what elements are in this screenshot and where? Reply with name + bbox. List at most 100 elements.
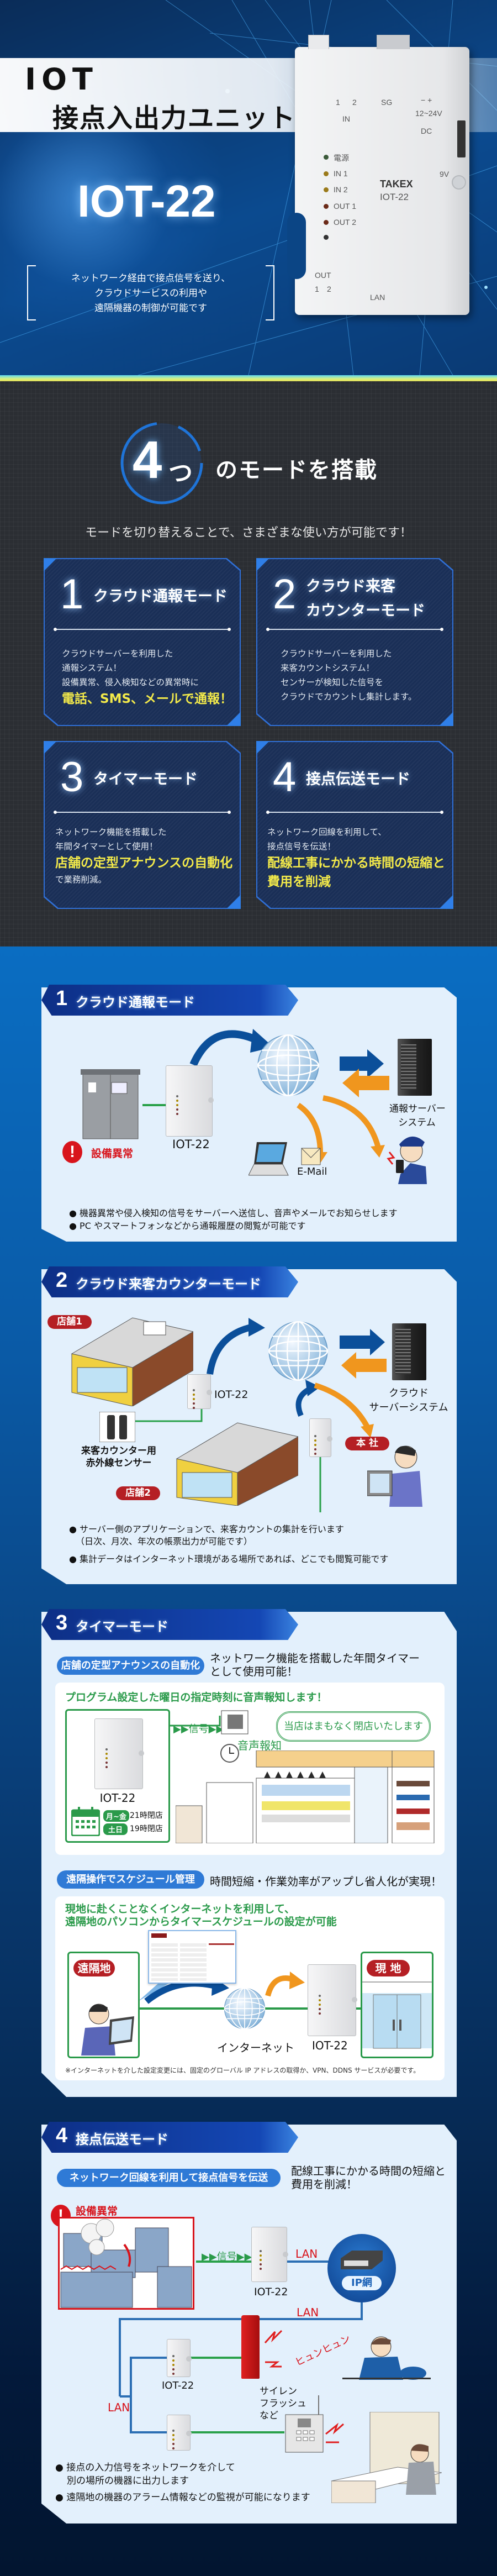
office-worker-icon — [367, 1445, 422, 1507]
schedule-days: 月~金 — [103, 1810, 129, 1822]
four-circle-ring — [120, 422, 203, 504]
remote-schedule-diagram: 現地に赴くことなくインターネットを利用して、遠隔地のパソコンからタイマースケジュ… — [55, 1896, 445, 2080]
schedule-time: 21時閉店 — [130, 1811, 163, 1820]
bullet-item-continued: （日次、月次、年次の帳票出力が可能です） — [76, 1536, 253, 1547]
iot22-device-icon — [308, 1964, 357, 2036]
store2-building-icon — [176, 1422, 298, 1506]
device-label: IOT-22 — [214, 1389, 248, 1401]
iot22-device-icon — [166, 1065, 214, 1137]
mode-card-timer: 3 タイマーモード ネットワーク機能を搭載した年間タイマーとして使用！ 店舗の定… — [44, 741, 241, 909]
office-worker-laptop-icon — [81, 2004, 134, 2055]
iot22-device-icon — [187, 1374, 212, 1409]
mounting-hole — [452, 175, 466, 190]
card-divider — [54, 811, 231, 814]
description-line: ネットワーク経由で接点信号を送り、 — [71, 273, 231, 284]
mode-count-suffix: つ — [168, 459, 193, 487]
schedule-days: 土日 — [103, 1823, 128, 1835]
card-highlight: 費用を削減 — [267, 875, 331, 889]
device-notch — [287, 213, 306, 279]
server-icon — [398, 1039, 432, 1096]
model-name: IOT-22 — [77, 176, 216, 227]
server-icon — [392, 1323, 426, 1380]
section-number: 3 — [56, 1611, 68, 1634]
headquarters-label: 本 社 — [345, 1437, 389, 1450]
card-title: クラウド通報モード — [93, 588, 228, 605]
calendar-icon — [71, 1807, 100, 1836]
9v-label: 9V — [440, 170, 450, 178]
device-schedule-box: IOT-22 月~金 21時閉店 土日 19時閉店 — [65, 1709, 170, 1843]
siren-icon — [241, 2315, 260, 2379]
card-number: 2 — [273, 571, 297, 618]
card-title: クラウド来客カウンターモード — [306, 578, 425, 619]
iot22-device-image: 1 2 IN SG − + 12~24V DC 9V 電源 IN 1 IN 2 … — [287, 35, 469, 315]
ip-network-circle: IP網 — [327, 2234, 396, 2302]
mode-card-visitor-counter: 2 クラウド来客カウンターモード クラウドサーバーを利用した来客カウントシステム… — [256, 558, 453, 726]
contact-transfer-pill: ネットワーク回線を利用して接点信号を伝送 — [57, 2169, 281, 2187]
out-label: OUT — [315, 271, 331, 280]
lan-label: LAN — [295, 2247, 318, 2260]
factory-fire-illustration — [58, 2217, 194, 2310]
network-switch-icon — [341, 2251, 383, 2269]
card-title: 接点伝送モード — [306, 771, 410, 788]
led-label: IN 1 — [334, 169, 348, 178]
card-highlight: 店舗の定型アナウンスの自動化 — [55, 856, 233, 870]
infrared-sensor-icon — [99, 1412, 135, 1442]
modes-heading: のモードを搭載 — [215, 458, 378, 483]
bullet-item: ● 集計データはインターネット環境がある場所であれば、どこでも閲覧可能です — [69, 1554, 389, 1564]
card-divider — [266, 628, 443, 631]
internet-globe-icon — [268, 1321, 329, 1381]
card-divider — [54, 628, 231, 631]
site-location-label: 現 地 — [367, 1960, 410, 1976]
device-model-label: IOT-22 — [380, 192, 409, 202]
section-title: クラウド来客カウンターモード — [76, 1276, 261, 1292]
section-number: 1 — [56, 987, 68, 1010]
modes-overview: 4 つ のモードを搭載 モードを切り替えることで、さまざまな使い方が可能です！ … — [0, 381, 497, 947]
internet-globe-icon — [257, 1034, 319, 1096]
title-iot: IOT — [25, 62, 98, 97]
mode-card-contact-transfer: 4 接点伝送モード ネットワーク回線を利用して、接点信号を伝送！ 配線工事にかか… — [256, 741, 453, 909]
internet-label: インターネット — [217, 2041, 294, 2054]
led-in2 — [324, 187, 329, 192]
description-line: 遠隔機器の制御が可能です — [94, 303, 207, 314]
polarity-label: − + — [421, 96, 432, 104]
diagram-heading: プログラム設定した曜日の指定時刻に音声報知します！ — [65, 1691, 327, 1704]
description-bracket — [27, 265, 274, 320]
device-label: IOT-22 — [172, 1138, 210, 1151]
device-label: IOT-22 — [162, 2380, 194, 2391]
pill-description: 配線工事にかかる時間の短縮と費用を削減！ — [291, 2164, 446, 2191]
iot22-device-icon — [309, 1418, 332, 1457]
led-label: IN 2 — [334, 185, 348, 194]
card-divider — [266, 811, 443, 814]
iot22-device-icon — [167, 2339, 192, 2377]
bullet-item: ● 機器異常や侵入検知の信号をサーバーへ送信し、音声やメールでお知らせします — [69, 1208, 398, 1218]
bullet-item: ● サーバー側のアプリケーションで、来客カウントの集計を行います — [69, 1524, 344, 1534]
schedule-time: 19時閉店 — [130, 1825, 163, 1833]
section-title: タイマーモード — [76, 1619, 168, 1634]
divider-stripe — [0, 375, 497, 381]
iot22-device-icon — [167, 2415, 192, 2451]
mode-card-cloud-notify: 1 クラウド通報モード クラウドサーバーを利用した通報システム！設備異常、侵入検… — [44, 558, 241, 726]
led-label: OUT 2 — [334, 218, 356, 227]
server-label: クラウドサーバーシステム — [369, 1387, 448, 1413]
bullet-item-continued: 別の場所の機器に出力します — [67, 2475, 189, 2486]
card-number: 1 — [60, 571, 84, 618]
alert-label: 設備異常 — [76, 2205, 118, 2217]
section2-header: 2 クラウド来客カウンターモード — [41, 1266, 298, 1297]
server-label: 通報サーバーシステム — [389, 1103, 446, 1128]
alert-label: 設備異常 — [91, 1148, 134, 1160]
hero-description: ネットワーク経由で接点信号を送り、 クラウドサービスの利用や 遠隔機器の制御が可… — [27, 271, 274, 316]
card-highlight: 電話、SMS、メールで通報！ — [62, 692, 233, 706]
monitoring-operator-illustration — [331, 2412, 442, 2503]
security-guard-icon — [342, 2336, 431, 2380]
envelope-icon — [301, 1148, 321, 1165]
card-body: クラウドサーバーを利用した来客カウントシステム！センサーが検知した信号をクラウド… — [281, 649, 417, 702]
laptop-icon — [248, 1142, 289, 1176]
card-body: ネットワーク回線を利用して、接点信号を伝送！ 配線工事にかかる時間の短縮と 費用… — [267, 825, 445, 891]
signal-label: ▶▶信号▶▶ — [202, 2251, 252, 2263]
lan-label: LAN — [370, 293, 385, 302]
sg-label: SG — [381, 98, 393, 107]
bullet-item: ● PC やスマートフォンなどから通報履歴の閲覧が可能です — [69, 1221, 306, 1231]
voltage-label: 12~24V — [415, 109, 442, 118]
out-2-label: 2 — [327, 285, 331, 293]
device-clip — [308, 35, 329, 49]
